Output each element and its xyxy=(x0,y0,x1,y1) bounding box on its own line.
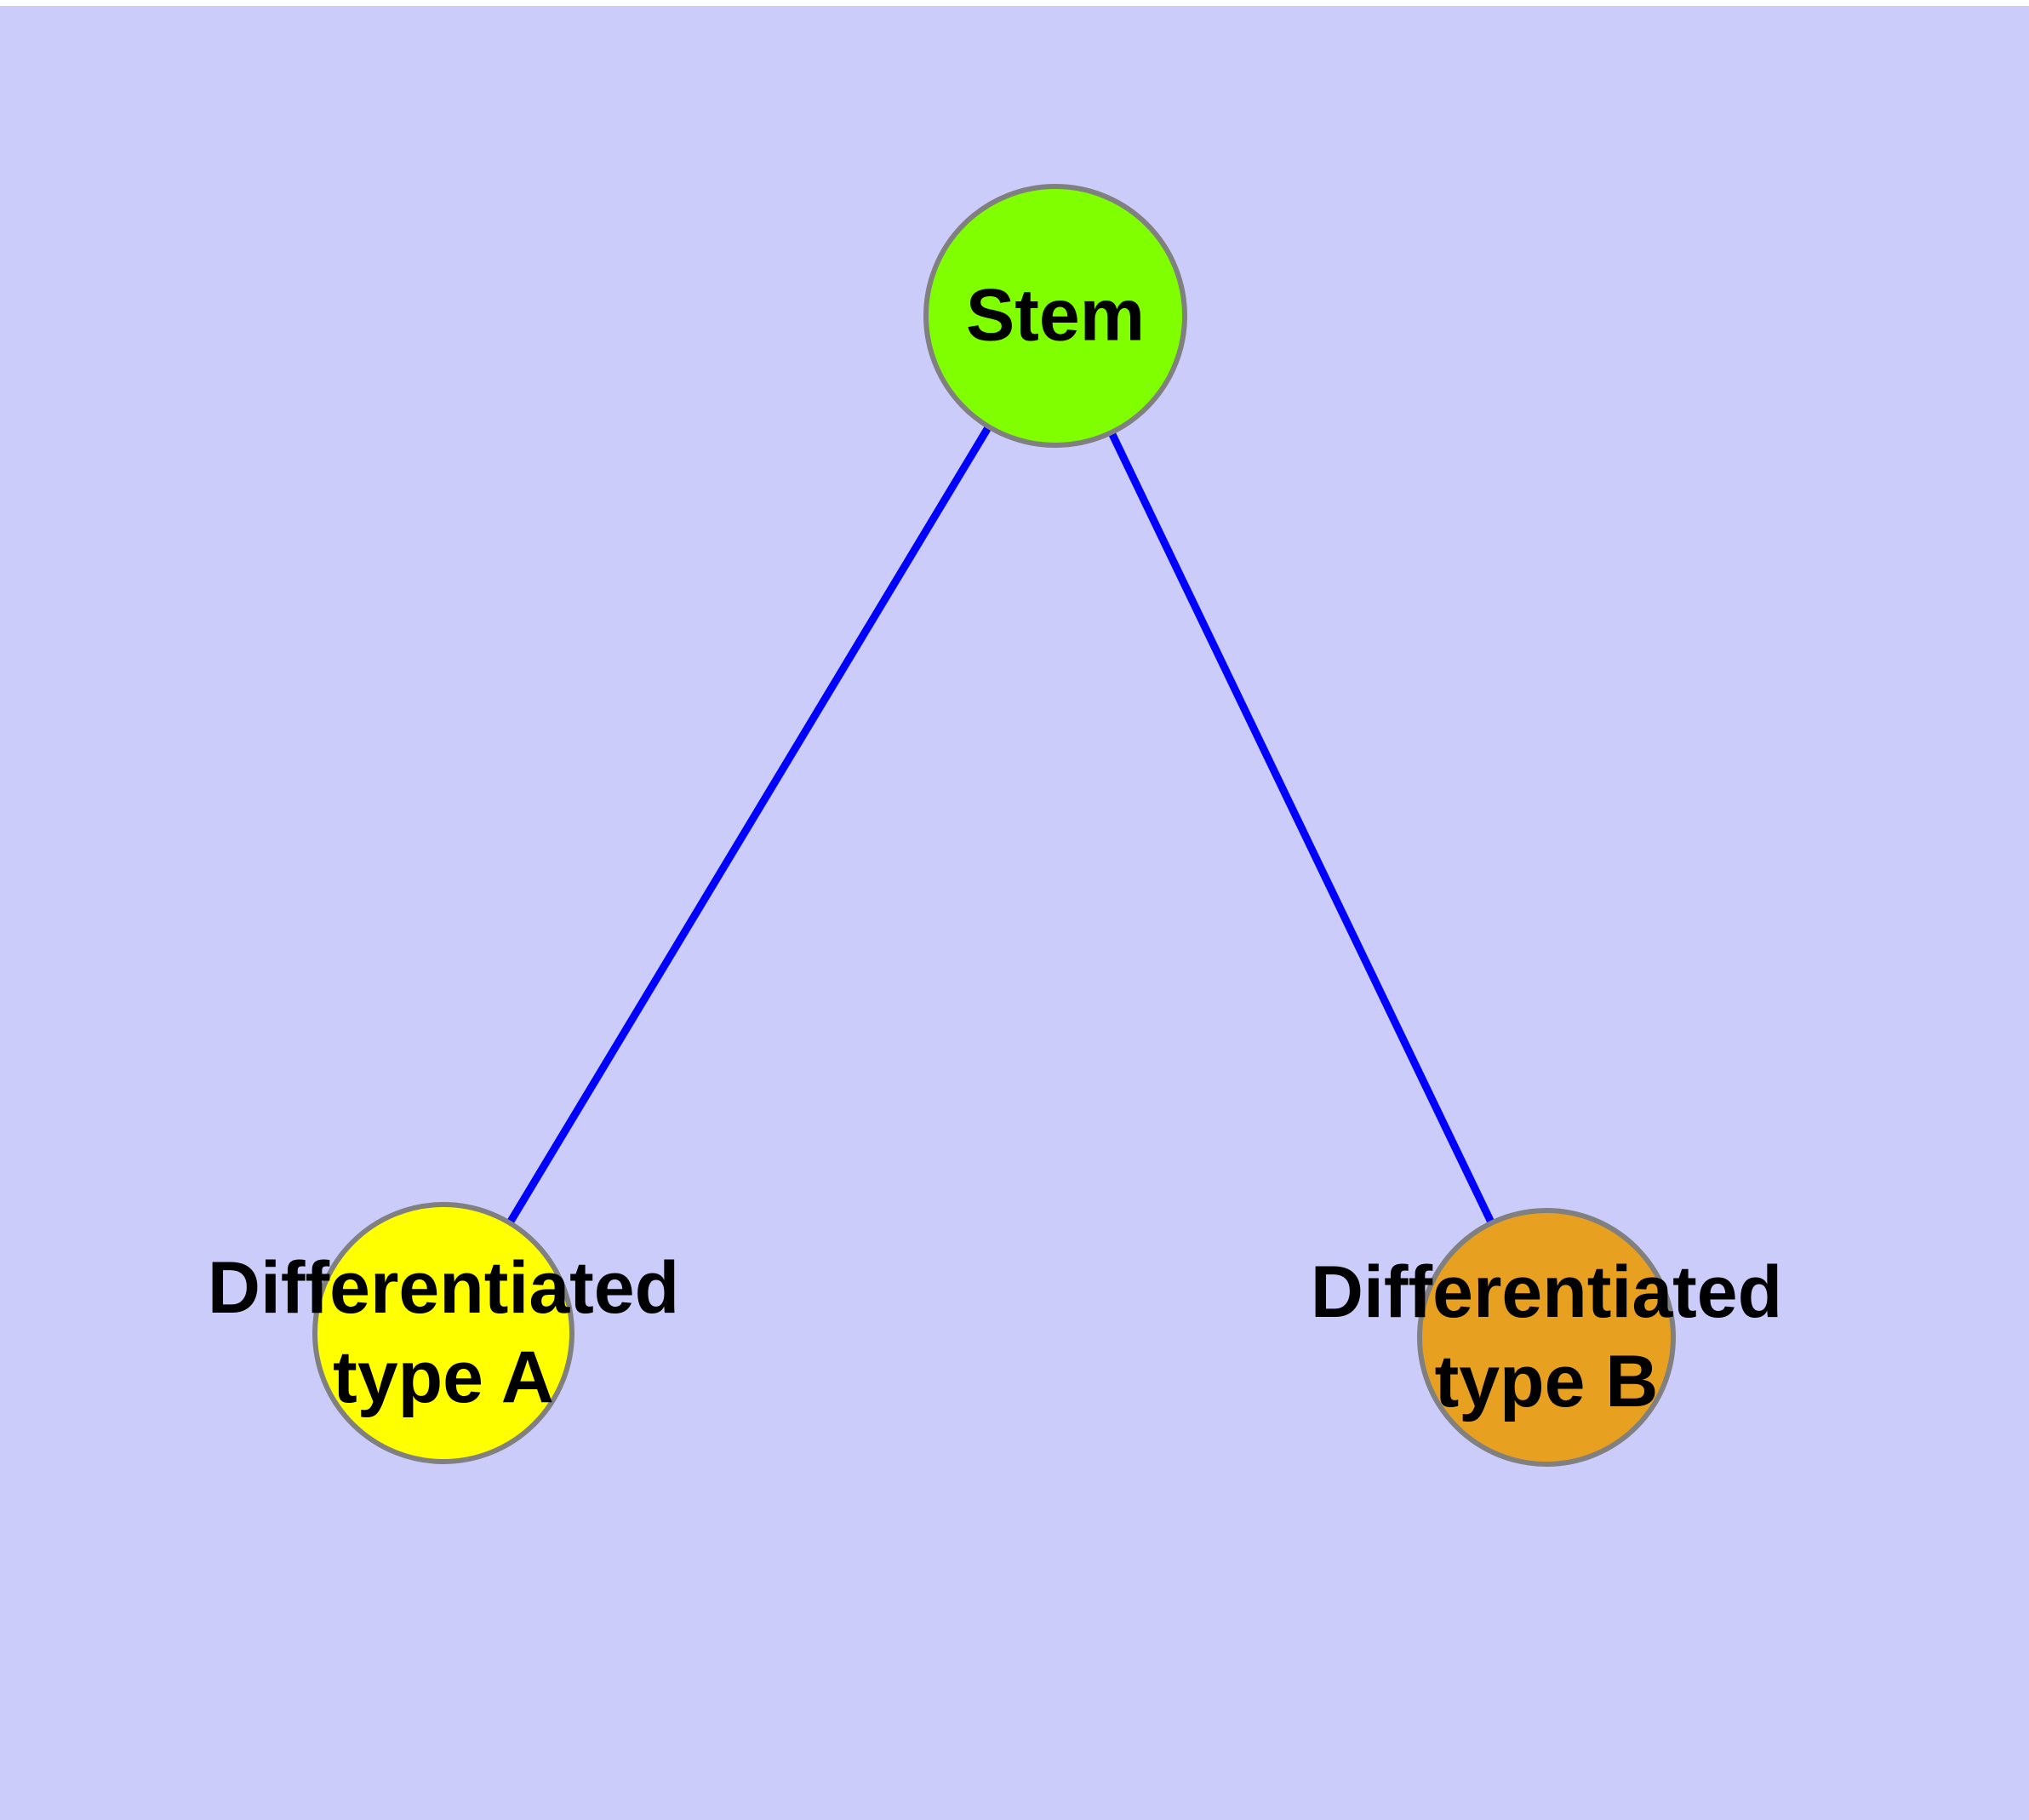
edges-layer xyxy=(504,421,1497,1228)
nodes-layer xyxy=(312,184,1676,1467)
edge-stem-diff-a[interactable] xyxy=(504,421,994,1228)
node-diff-b[interactable] xyxy=(1417,1208,1676,1467)
edge-stem-diff-b[interactable] xyxy=(1106,427,1497,1228)
node-diff-a[interactable] xyxy=(312,1202,574,1464)
node-stem[interactable] xyxy=(923,184,1187,448)
